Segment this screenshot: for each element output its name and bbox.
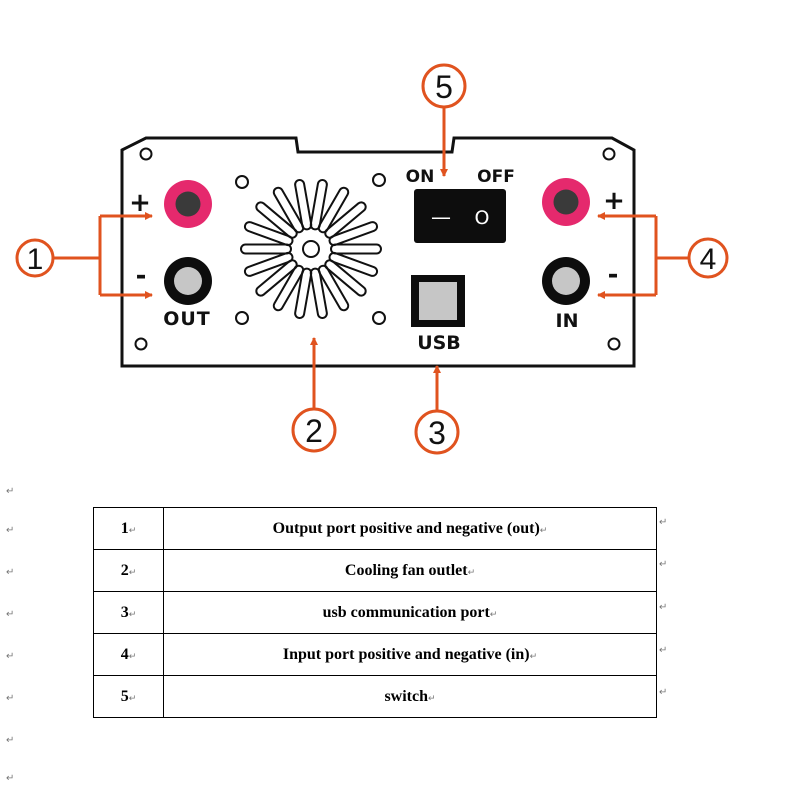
input-positive-terminal-core: [553, 189, 579, 215]
fan-slot: [324, 259, 367, 297]
fan-hole-top-right: [372, 173, 386, 187]
callout-1-circle: [15, 238, 55, 278]
table-row: 3↵ usb communication port↵: [93, 591, 657, 634]
paragraph-mark-icon: ↵: [6, 651, 15, 662]
legend-table: 1↵ Output port positive and negative (ou…: [93, 507, 657, 718]
table-cell-description: Cooling fan outlet↵: [163, 549, 657, 592]
callout-2-number: 2: [305, 413, 323, 449]
fan-slot: [328, 221, 379, 247]
fan-slot: [328, 251, 379, 277]
paragraph-mark-icon: ↵: [6, 693, 15, 704]
usb-port-inner: [419, 282, 457, 320]
callout-3-circle: [414, 409, 460, 455]
paragraph-mark-icon: ↵: [6, 525, 15, 536]
callout-4-circle: [687, 237, 729, 279]
fan-slot: [317, 264, 350, 312]
fan-hub: [302, 240, 320, 258]
paragraph-mark-icon: ↵: [6, 486, 15, 497]
table-cell-description: switch↵: [163, 675, 657, 718]
table-cell-description: usb communication port↵: [163, 591, 657, 634]
fan-slot: [272, 186, 305, 234]
callout-4-number: 4: [700, 243, 717, 276]
row-end-mark-icon: ↵: [659, 559, 668, 570]
fan-hole-top-left: [235, 175, 249, 189]
usb-label: USB: [417, 332, 461, 354]
callout-3-number: 3: [428, 415, 446, 451]
row-end-mark-icon: ↵: [659, 645, 668, 656]
callout-1-number: 1: [27, 243, 44, 276]
fan-slot: [255, 259, 298, 297]
table-row: 2↵ Cooling fan outlet↵: [93, 549, 657, 592]
fan-hole-bottom-right: [372, 311, 386, 325]
callout-5-number: 5: [435, 69, 453, 105]
fan-slot: [309, 267, 328, 320]
table-row: 5↵ switch↵: [93, 675, 657, 718]
switch-off-symbol: O: [475, 207, 490, 229]
output-positive-terminal-core: [175, 191, 201, 217]
device-panel-diagram: + - OUT + - IN ON OFF — O USB 1 2 3 4 5: [15, 63, 729, 455]
table-row: 1↵ Output port positive and negative (ou…: [93, 507, 657, 550]
table-cell-number: 3↵: [93, 591, 164, 634]
paragraph-mark-icon: ↵: [6, 735, 15, 746]
screw-hole-top-right: [602, 147, 616, 161]
in-label: IN: [556, 310, 579, 332]
table-cell-description: Output port positive and negative (out)↵: [163, 507, 657, 550]
screw-hole-top-left: [139, 147, 153, 161]
screw-hole-bottom-left: [134, 337, 148, 351]
table-cell-number: 4↵: [93, 633, 164, 676]
fan-slot: [255, 201, 298, 239]
fan-slot: [243, 251, 294, 277]
fan-slot: [294, 267, 313, 320]
row-end-mark-icon: ↵: [659, 602, 668, 613]
rocker-switch: [414, 189, 506, 243]
table-cell-number: 2↵: [93, 549, 164, 592]
fan-slot: [243, 221, 294, 247]
fan-slot: [330, 243, 382, 255]
out-label: OUT: [163, 308, 211, 330]
out-minus-label: -: [136, 261, 147, 291]
row-end-mark-icon: ↵: [659, 517, 668, 528]
table-cell-number: 1↵: [93, 507, 164, 550]
paragraph-mark-icon: ↵: [6, 567, 15, 578]
paragraph-mark-icon: ↵: [6, 773, 15, 784]
switch-on-symbol: —: [431, 205, 451, 229]
out-plus-label: +: [129, 188, 151, 218]
switch-on-label: ON: [406, 167, 435, 187]
fan-slot: [317, 186, 350, 234]
callout-2-circle: [291, 407, 337, 453]
table-cell-description: Input port positive and negative (in)↵: [163, 633, 657, 676]
fan-hole-bottom-left: [235, 311, 249, 325]
in-minus-label: -: [608, 260, 619, 290]
screw-hole-bottom-right: [607, 337, 621, 351]
table-row: 4↵ Input port positive and negative (in)…: [93, 633, 657, 676]
input-negative-terminal-core: [552, 267, 580, 295]
output-negative-terminal-core: [174, 267, 202, 295]
in-plus-label: +: [603, 186, 625, 216]
switch-off-label: OFF: [477, 167, 515, 187]
callout-circles: [15, 63, 729, 455]
fan-slot: [240, 243, 292, 255]
fan-slot: [272, 264, 305, 312]
row-end-mark-icon: ↵: [659, 687, 668, 698]
table-cell-number: 5↵: [93, 675, 164, 718]
fan-grille-icon: [240, 178, 382, 320]
fan-slot: [294, 178, 313, 231]
fan-slot: [309, 178, 328, 231]
callout-lines: [53, 106, 690, 412]
callout-5-circle: [421, 63, 467, 109]
fan-slot: [324, 201, 367, 239]
paragraph-mark-icon: ↵: [6, 609, 15, 620]
